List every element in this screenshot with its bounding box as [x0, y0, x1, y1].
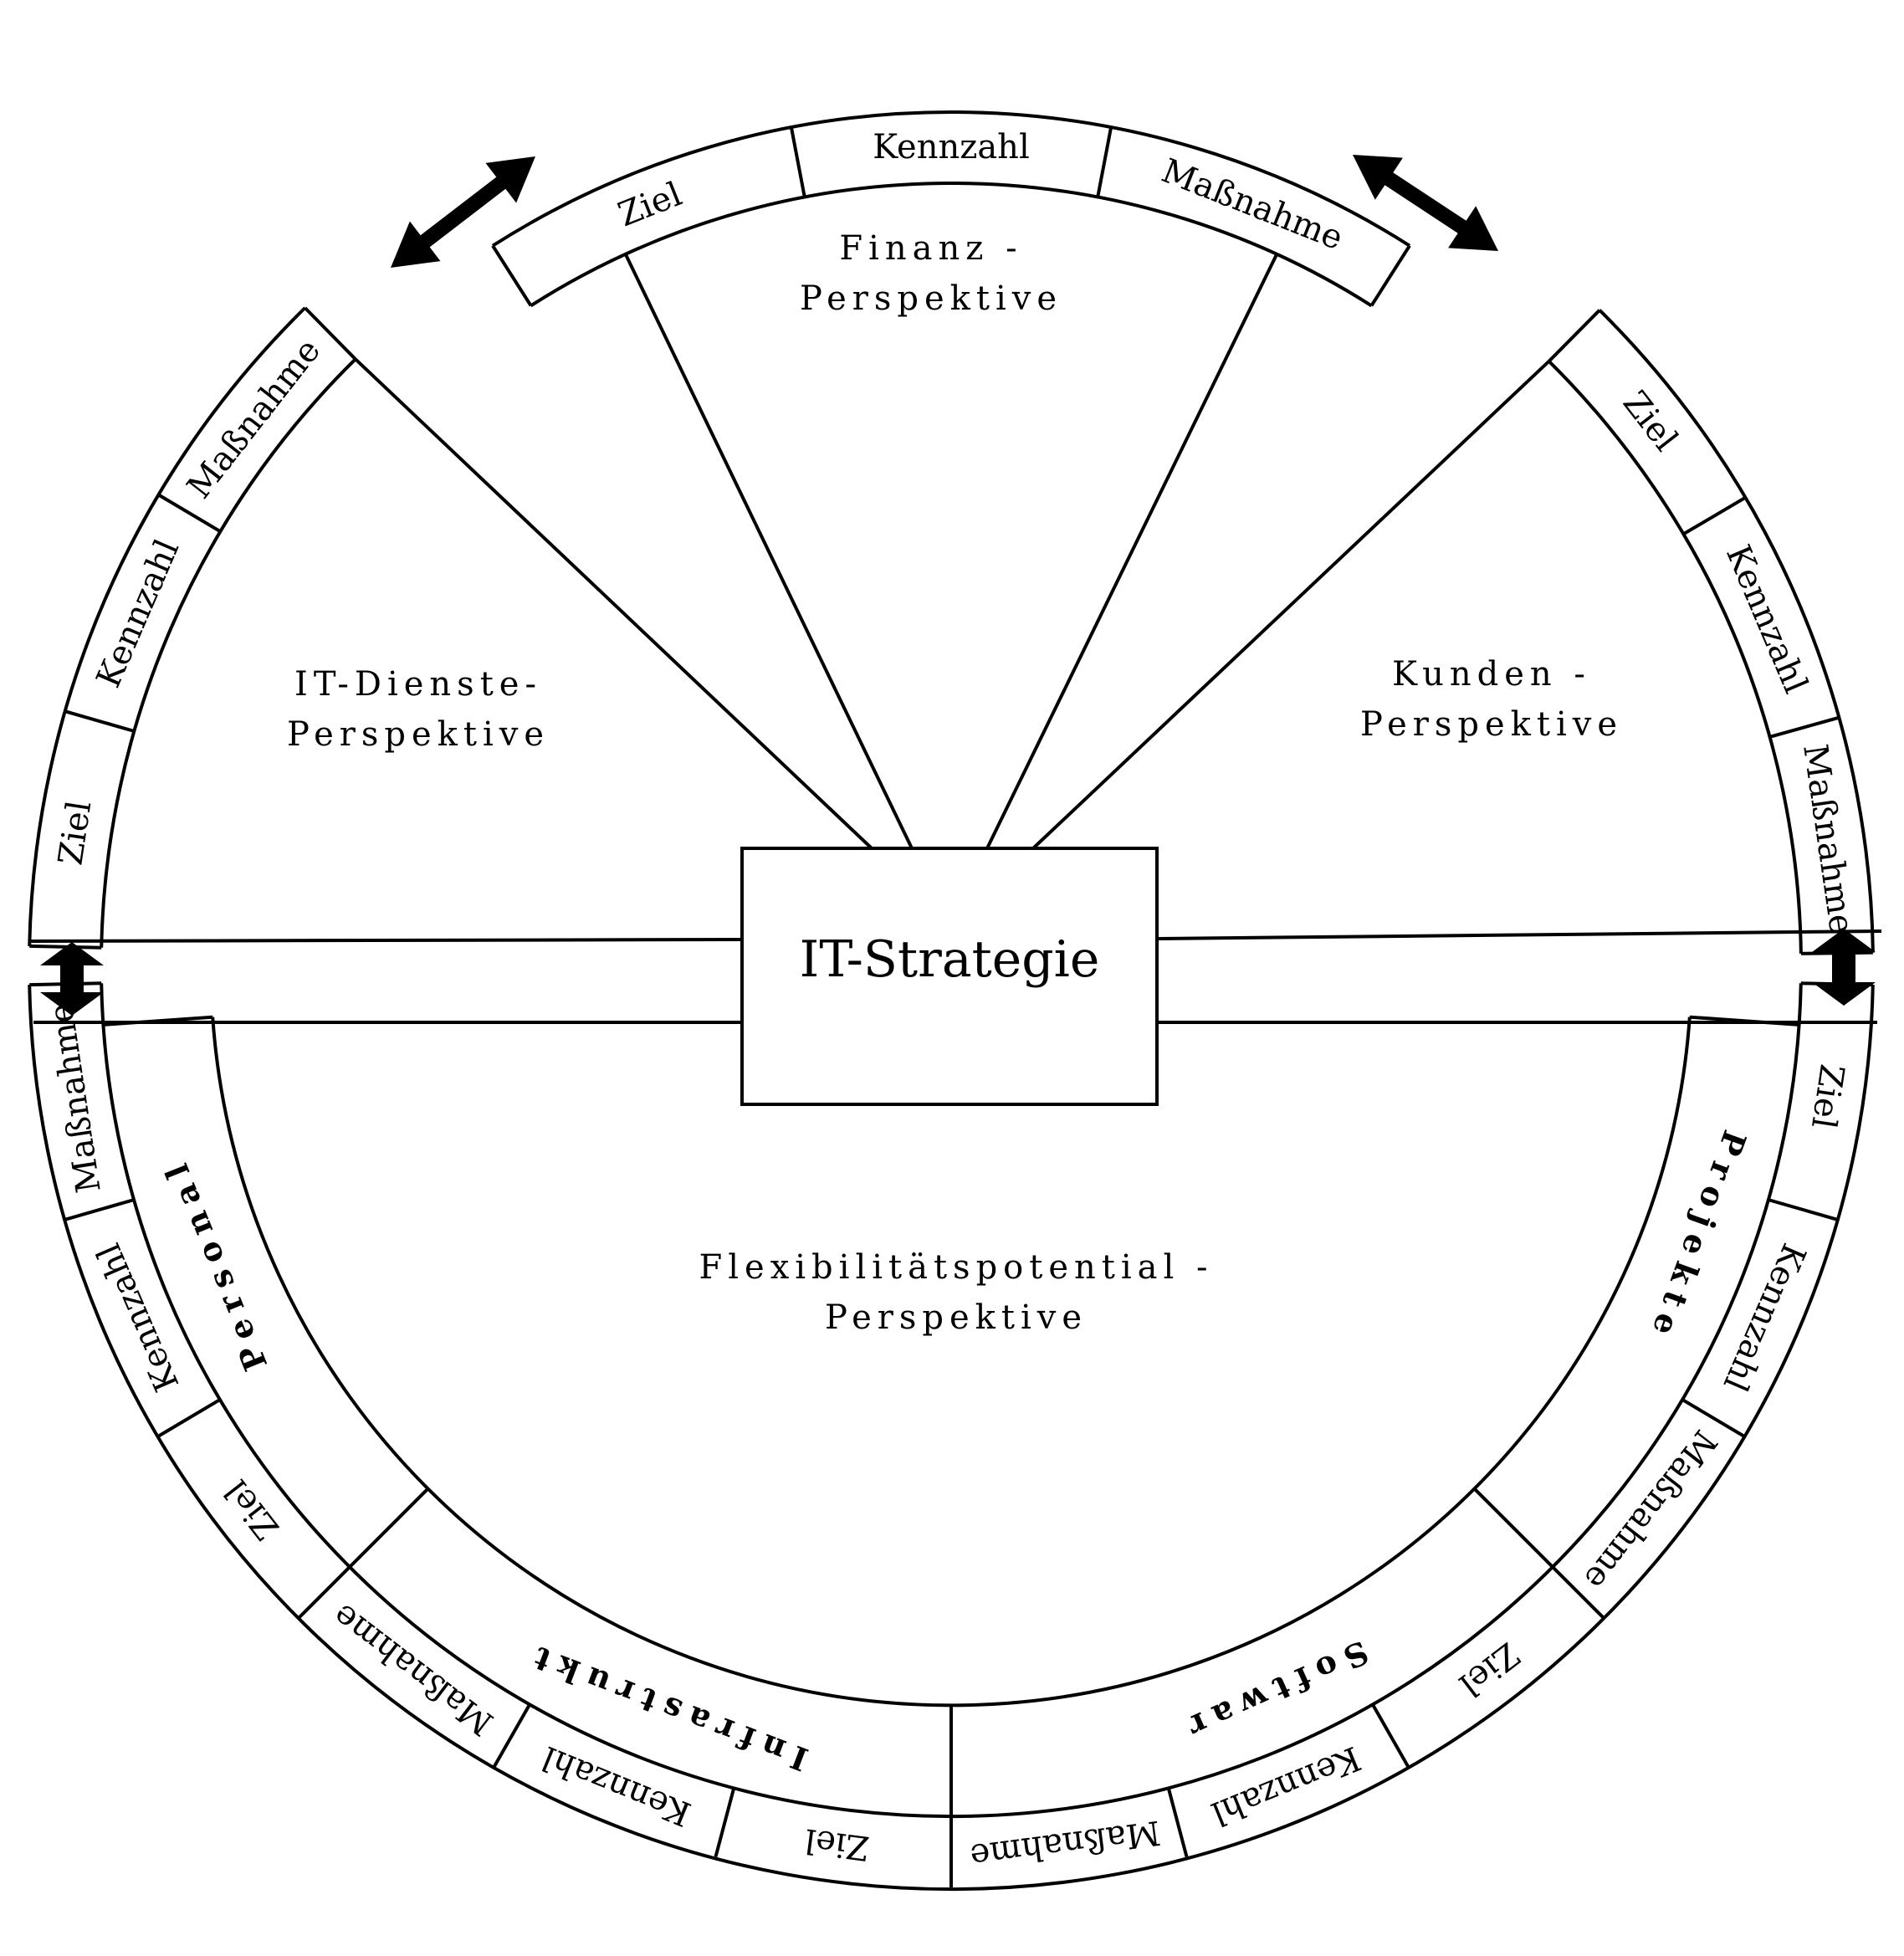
- finanz-inner-arc: [530, 181, 1373, 308]
- flex-title-line2: Perspektive: [825, 1298, 1088, 1337]
- software-label-massnahme: Maßnahme: [968, 1813, 1163, 1876]
- kunden-outer-arc: [1598, 309, 1875, 953]
- finanz-spoke-left: [623, 253, 914, 849]
- projekte-label-kennzahl: Kennzahl: [1716, 1237, 1814, 1396]
- flex-title-line1: Flexibilitätspotential -: [699, 1248, 1213, 1287]
- dienste-spoke: [354, 357, 873, 850]
- flex-sub-end-left: [103, 1015, 213, 1027]
- software-label-kennzahl: Kennzahl: [1206, 1738, 1366, 1833]
- finanz-divider-2: [1096, 126, 1113, 197]
- dienste-divider-2: [64, 709, 135, 733]
- finanz-divider-1: [789, 126, 806, 197]
- flex-cell-divider-4: [714, 1786, 736, 1857]
- infra-label-ziel: Ziel: [802, 1820, 871, 1867]
- dienste-band-end-top: [304, 306, 357, 361]
- center-box: [740, 847, 1159, 1106]
- dienste-title-line1: IT-Dienste-: [294, 665, 542, 704]
- flex-inner-arc: [100, 983, 1803, 1819]
- flex-cell-divider-8: [1768, 1198, 1838, 1221]
- kunden-label-kennzahl: Kennzahl: [1718, 540, 1815, 699]
- finanz-spoke-right: [985, 253, 1278, 849]
- flex-cell-divider-7: [1681, 1397, 1745, 1438]
- flex-sub-inner-arc: [211, 1016, 1692, 1708]
- kunden-divider-1: [1682, 495, 1747, 536]
- kunden-band-end-top: [1548, 309, 1601, 363]
- arrow-left-vertical: [40, 942, 104, 1016]
- projekte-label-ziel: Ziel: [1804, 1062, 1851, 1131]
- sub-label-projekte: Projekte: [1642, 1125, 1754, 1349]
- arrow-finanz-kunden: [1353, 155, 1498, 251]
- flex-sub-end-right: [1689, 1015, 1799, 1027]
- flex-quadrant-divider-1: [298, 1487, 429, 1619]
- finanz-band-end-right: [1369, 244, 1411, 307]
- dienste-title-line2: Perspektive: [287, 715, 550, 754]
- kunden-inner-arc: [1548, 360, 1803, 954]
- infra-label-kennzahl: Kennzahl: [536, 1738, 696, 1833]
- dienste-label-ziel: Ziel: [51, 798, 99, 868]
- personal-label-kennzahl: Kennzahl: [90, 1237, 187, 1396]
- dienste-label-kennzahl: Kennzahl: [90, 534, 187, 693]
- finanz-title-line1: Finanz -: [839, 229, 1022, 268]
- finanz-title-line2: Perspektive: [800, 279, 1062, 318]
- finanz-label-kennzahl: Kennzahl: [873, 128, 1029, 166]
- flex-cell-divider-5: [1166, 1786, 1189, 1857]
- flex-outer-arc: [28, 985, 1875, 1892]
- sub-label-software: Softwar: [1175, 1633, 1374, 1749]
- kunden-title-line2: Perspektive: [1360, 705, 1623, 744]
- kunden-title-line1: Kunden -: [1392, 655, 1591, 694]
- diagram-shapes: [28, 110, 1882, 1892]
- arrow-dienste-finanz: [391, 156, 535, 268]
- arrow-right-vertical: [1812, 929, 1876, 1006]
- center-title: IT-Strategie: [800, 930, 1100, 989]
- finanz-label-ziel: Ziel: [613, 175, 688, 234]
- flex-cell-divider-3: [493, 1703, 532, 1768]
- flex-quadrant-divider-3: [1473, 1487, 1605, 1619]
- finanz-band-end-left: [491, 244, 533, 307]
- band-top-line-left: [28, 938, 743, 943]
- flex-cell-divider-2: [157, 1397, 222, 1438]
- flex-cell-divider-1: [64, 1198, 135, 1221]
- kunden-divider-2: [1769, 715, 1840, 739]
- band-top-line-right: [1156, 929, 1882, 940]
- sub-label-personal: Personal: [154, 1150, 274, 1376]
- dienste-inner-arc: [100, 357, 357, 948]
- flex-cell-divider-6: [1370, 1703, 1410, 1768]
- kunden-spoke: [1031, 360, 1550, 850]
- dienste-outer-arc: [28, 306, 307, 946]
- dienste-divider-1: [157, 493, 222, 534]
- finanz-outer-arc: [491, 110, 1411, 248]
